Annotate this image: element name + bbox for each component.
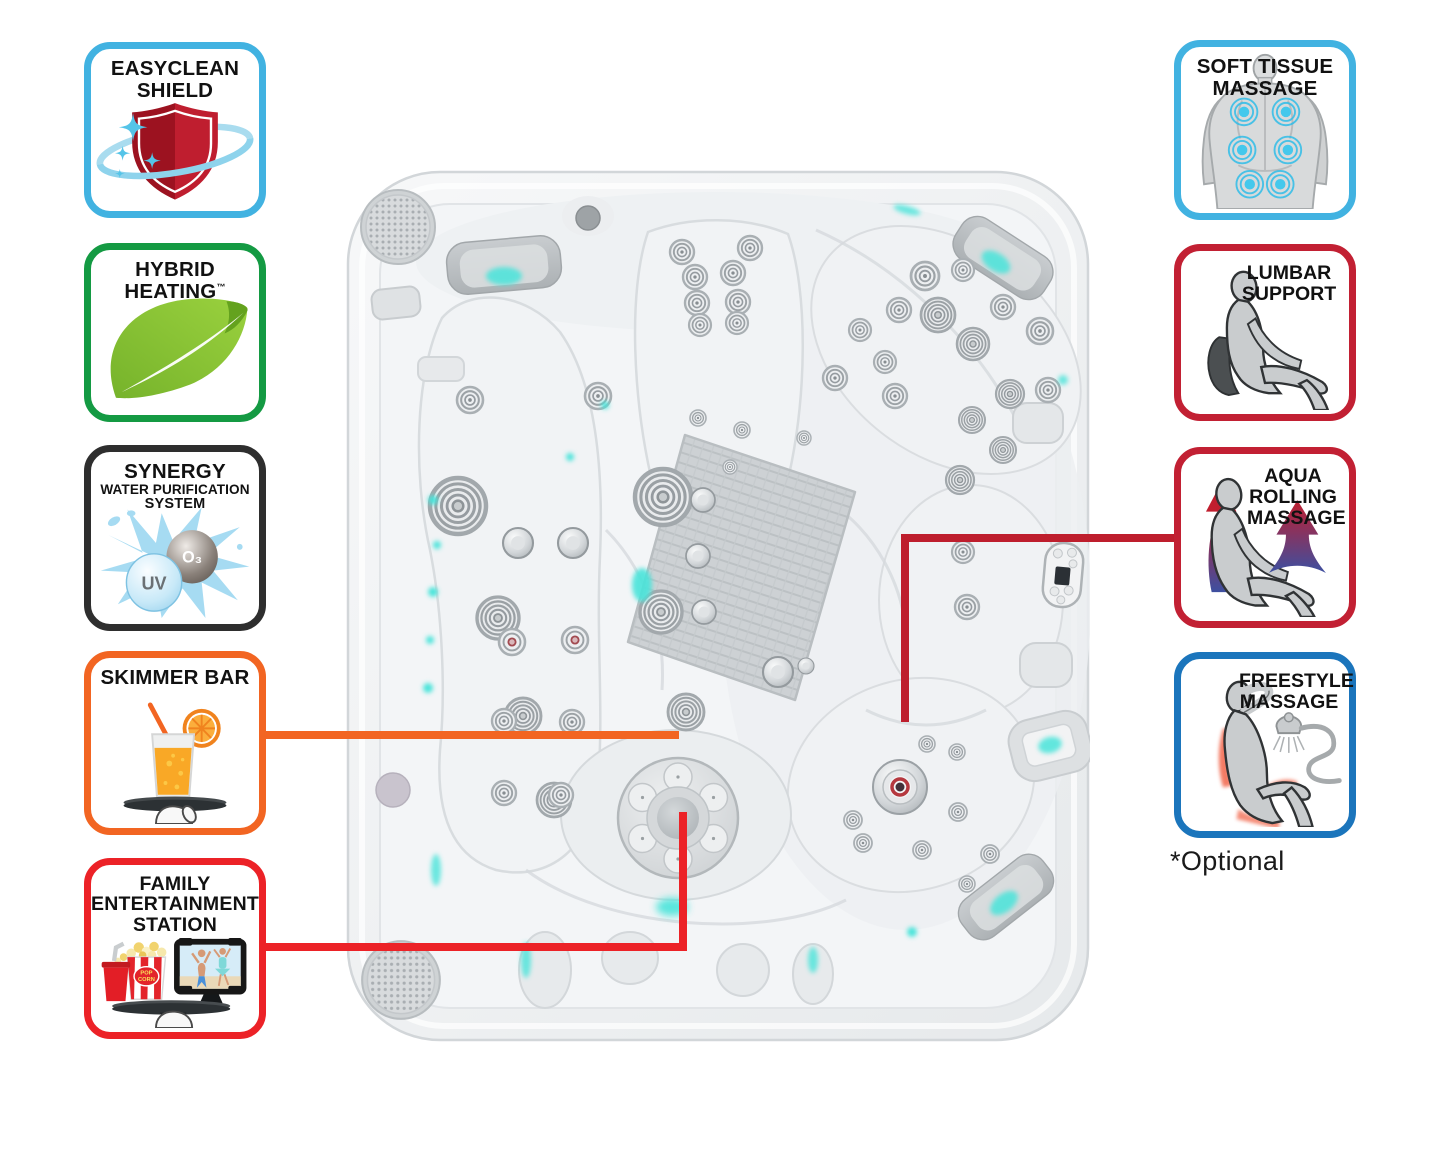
popcorn-bucket: POP CORN [114, 941, 167, 1000]
badge-aqua-rolling-massage: AQUA ROLLING MASSAGE [1174, 447, 1356, 628]
massage-point-circles [1227, 97, 1303, 199]
dancers-illustration [191, 948, 232, 988]
tablet-screen [174, 937, 247, 1004]
badge-title: AQUA ROLLING MASSAGE [1247, 465, 1346, 530]
popcorn-label-line1: POP [140, 970, 152, 976]
badge-freestyle-massage: FREESTYLE MASSAGE [1174, 652, 1356, 838]
badge-lumbar-support: LUMBAR SUPPORT [1174, 244, 1356, 421]
badge-family-entertainment-station: FAMILY ENTERTAINMENT STATION [84, 858, 266, 1039]
aqua-rolling-jet [872, 759, 928, 815]
badge-title: SOFT TISSUE MASSAGE [1196, 55, 1334, 100]
leaf-icon [110, 298, 248, 399]
badge-soft-tissue-massage: SOFT TISSUE MASSAGE [1174, 40, 1356, 220]
trademark-symbol: ™ [216, 281, 226, 292]
badge-title: SYNERGY WATER PURIFICATION SYSTEM [100, 460, 250, 512]
handheld-shower-massage-icon [1218, 680, 1342, 827]
connector-aqua-rolling-vertical [901, 534, 909, 722]
popcorn-label-line2: CORN [138, 977, 155, 983]
badge-title: EASYCLEAN SHIELD [110, 57, 240, 102]
badge-title: HYBRID HEATING™ [124, 258, 226, 303]
hot-tub-top-view [346, 170, 1090, 1042]
badge-title: FREESTYLE MASSAGE [1239, 670, 1354, 714]
water-splash-icon: O₃ UV [100, 507, 250, 619]
connector-family-entertainment-horizontal [258, 943, 687, 951]
badge-title: SKIMMER BAR [100, 666, 250, 689]
topside-control-panel [1041, 541, 1085, 609]
connector-family-entertainment-vertical [679, 812, 687, 951]
badge-title: LUMBAR SUPPORT [1241, 262, 1337, 306]
optional-footnote: *Optional [1170, 846, 1285, 876]
speaker-grille-bottom-left [361, 940, 441, 1020]
lumbar-cushion-seated-icon [1207, 270, 1330, 410]
drink-on-tray-icon [123, 702, 227, 824]
shower-head-icon [1272, 712, 1342, 784]
hot-tub-control-pad [616, 756, 740, 880]
connector-skimmer-bar [258, 731, 679, 739]
badge-easyclean-shield: EASYCLEAN SHIELD [84, 42, 266, 218]
gradient-arrow-icon [1268, 500, 1326, 573]
soda-cup [101, 941, 131, 1002]
uv-label: UV [141, 572, 167, 593]
back-massage-points-icon [1201, 53, 1329, 209]
speaker-grille-top-left [360, 189, 436, 265]
o3-label: O₃ [182, 548, 202, 566]
badge-skimmer-bar: SKIMMER BAR [84, 651, 266, 835]
shield-sparkles-swoosh-icon [96, 103, 254, 200]
rolling-massage-arrow-icon [1205, 477, 1326, 617]
connector-aqua-rolling-horizontal [901, 534, 1180, 542]
headrest-top-left [444, 233, 564, 297]
badge-title: FAMILY ENTERTAINMENT STATION [91, 873, 259, 936]
entertainment-tray-icon: POP CORN [101, 937, 247, 1028]
badge-hybrid-heating: HYBRID HEATING™ [84, 243, 266, 422]
badge-synergy-water-purification: SYNERGY WATER PURIFICATION SYSTEM O₃ UV [84, 445, 266, 631]
